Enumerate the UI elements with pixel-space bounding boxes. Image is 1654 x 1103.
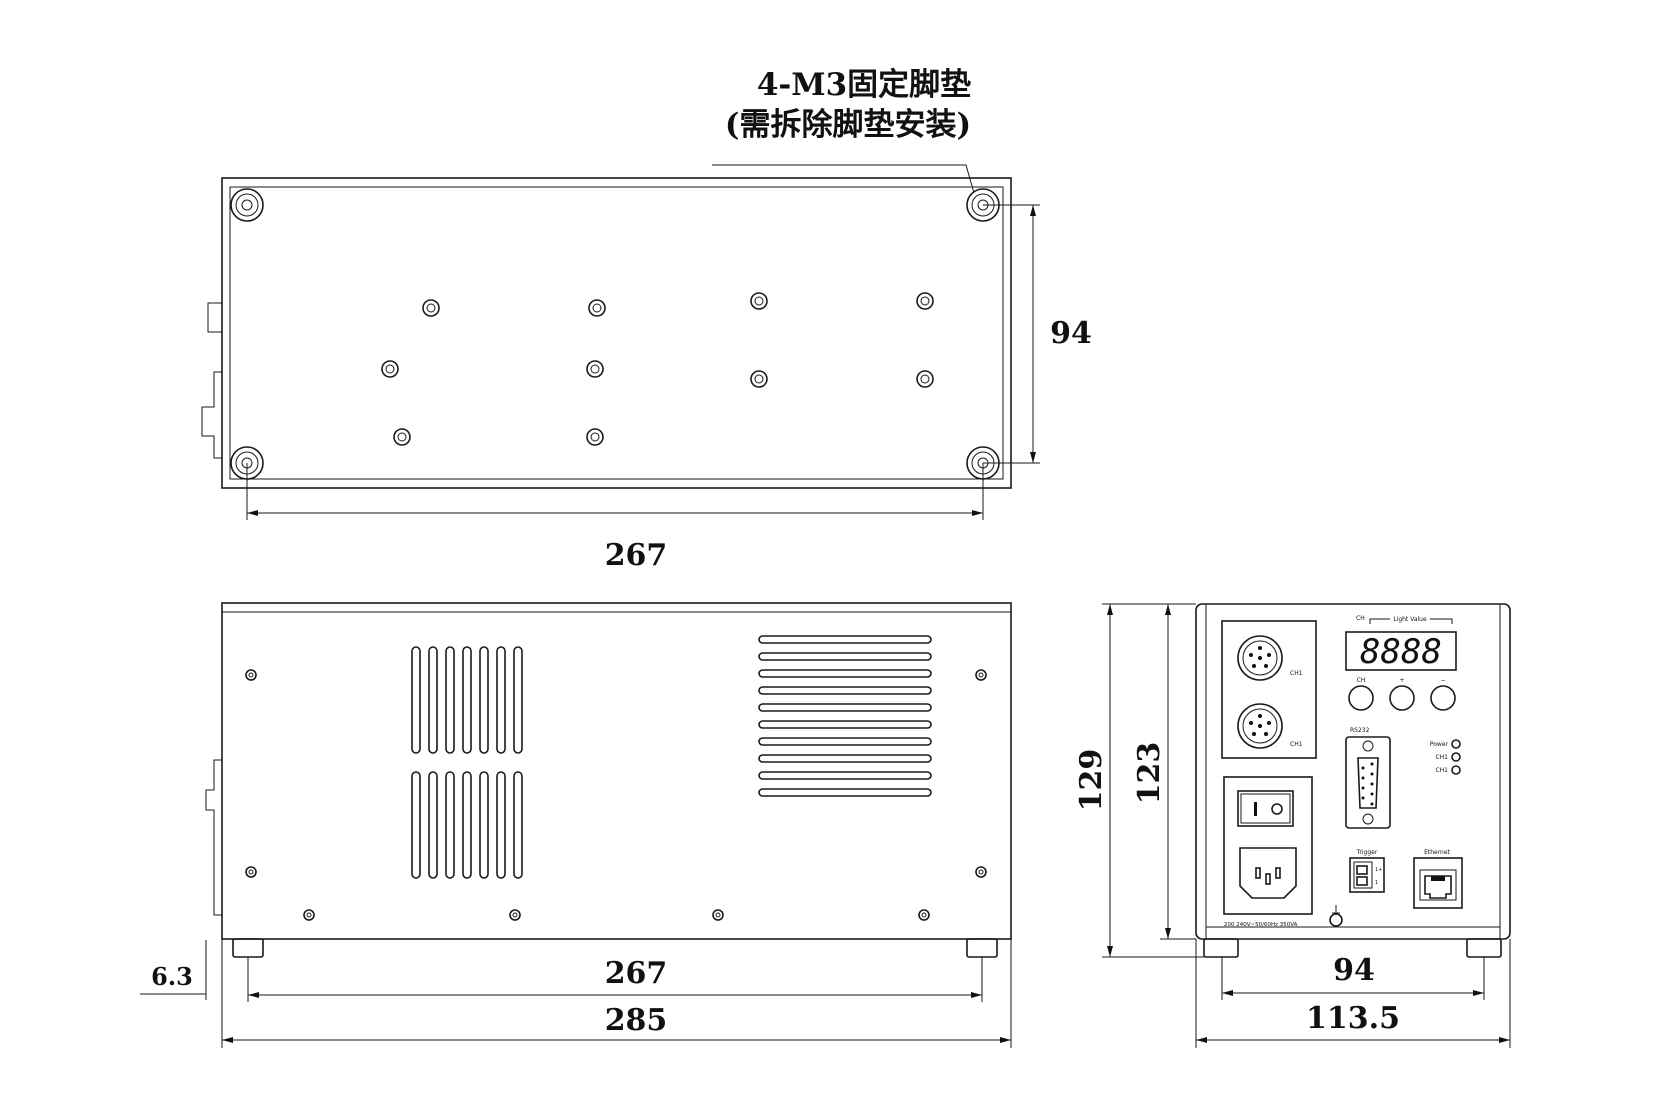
screw bbox=[712, 909, 724, 921]
dim-foot-height: 6.3 bbox=[151, 962, 193, 991]
side-foot-left bbox=[232, 938, 264, 958]
rs232-port bbox=[1345, 736, 1391, 829]
led-ch1-a bbox=[1451, 752, 1461, 762]
power-module bbox=[1223, 776, 1313, 915]
dim-side-total-width: 285 bbox=[605, 1003, 668, 1038]
screw bbox=[586, 360, 604, 378]
note-leader-line bbox=[712, 164, 975, 194]
screw bbox=[245, 866, 257, 878]
power-switch[interactable] bbox=[1237, 790, 1294, 827]
dim-front-body-height: 123 bbox=[1132, 742, 1167, 805]
power-inlet bbox=[1239, 847, 1297, 899]
top-view-outline bbox=[221, 177, 1012, 489]
screw bbox=[393, 428, 411, 446]
minus-button[interactable] bbox=[1430, 685, 1456, 711]
connector-ch1-top bbox=[1237, 635, 1283, 681]
screw bbox=[245, 669, 257, 681]
side-view-protrusion bbox=[205, 759, 222, 916]
note-line-1: 4-M3固定脚垫 bbox=[757, 67, 971, 103]
rs232-label: RS232 bbox=[1350, 727, 1370, 734]
front-foot-left bbox=[1203, 938, 1239, 958]
btn-ch-label: CH bbox=[1357, 677, 1366, 684]
connector-2-label: CH1 bbox=[1290, 741, 1303, 748]
connector-panel bbox=[1221, 620, 1317, 759]
trigger-terminal bbox=[1349, 857, 1385, 893]
screw bbox=[509, 909, 521, 921]
ch-label: CH bbox=[1356, 615, 1365, 622]
led-display bbox=[1345, 631, 1457, 671]
dim-side-inner-width: 267 bbox=[605, 956, 668, 991]
dim-top-height: 94 bbox=[1050, 316, 1092, 351]
btn-plus-label: + bbox=[1399, 677, 1404, 684]
top-view-protrusion-2 bbox=[201, 371, 222, 459]
ground-icon bbox=[1329, 905, 1343, 927]
display-digits: 8888 bbox=[1360, 632, 1442, 672]
led-ch1-b-label: CH1 bbox=[1435, 767, 1448, 774]
trigger-label: Trigger bbox=[1356, 849, 1378, 856]
top-view-inner-outline bbox=[229, 186, 1004, 480]
screw bbox=[918, 909, 930, 921]
dim-top-width: 267 bbox=[605, 538, 668, 573]
dim-front-total-width: 113.5 bbox=[1306, 1001, 1400, 1036]
vent-vertical-upper bbox=[411, 646, 523, 754]
side-view: 267 285 6.3 bbox=[140, 602, 1012, 1048]
screw bbox=[750, 370, 768, 388]
led-power bbox=[1451, 739, 1461, 749]
screw bbox=[975, 669, 987, 681]
ethernet-port bbox=[1413, 857, 1463, 909]
dim-front-inner-width: 94 bbox=[1333, 953, 1375, 988]
screw bbox=[381, 360, 399, 378]
side-view-outline bbox=[221, 602, 1012, 940]
dim-front-total-height: 129 bbox=[1074, 749, 1109, 812]
light-value-label: Light Value bbox=[1393, 616, 1427, 623]
led-power-label: Power bbox=[1430, 741, 1449, 748]
vent-vertical-lower bbox=[411, 771, 523, 879]
connector-1-label: CH1 bbox=[1290, 670, 1303, 677]
vent-horizontal bbox=[758, 635, 932, 797]
screw bbox=[422, 299, 440, 317]
light-value-bracket bbox=[1369, 618, 1453, 624]
led-ch1-a-label: CH1 bbox=[1435, 754, 1448, 761]
corner-foot-tl bbox=[230, 188, 264, 222]
screw bbox=[303, 909, 315, 921]
side-foot-right bbox=[966, 938, 998, 958]
note-line-2: (需拆除脚垫安装) bbox=[725, 107, 971, 143]
plus-button[interactable] bbox=[1389, 685, 1415, 711]
led-ch1-b bbox=[1451, 765, 1461, 775]
screw bbox=[916, 292, 934, 310]
front-view: CH1 CH1 CH Light Value 8888 CH + − RS232… bbox=[1074, 603, 1511, 1048]
screw bbox=[750, 292, 768, 310]
connector-ch1-bottom bbox=[1237, 703, 1283, 749]
top-view-protrusion-1 bbox=[207, 302, 222, 333]
screw bbox=[586, 428, 604, 446]
btn-minus-label: − bbox=[1440, 677, 1445, 684]
trigger-pin-1: 1+ bbox=[1375, 867, 1382, 873]
screw bbox=[916, 370, 934, 388]
top-view: 267 94 bbox=[201, 177, 1092, 573]
screw bbox=[588, 299, 606, 317]
trigger-pin-2: 1 bbox=[1375, 880, 1378, 886]
front-foot-right bbox=[1466, 938, 1502, 958]
power-rating: 200 240V~50/60Hz 350VA bbox=[1224, 922, 1298, 928]
ch-button[interactable] bbox=[1348, 685, 1374, 711]
screw bbox=[975, 866, 987, 878]
ethernet-label: Ethernet bbox=[1424, 849, 1450, 856]
